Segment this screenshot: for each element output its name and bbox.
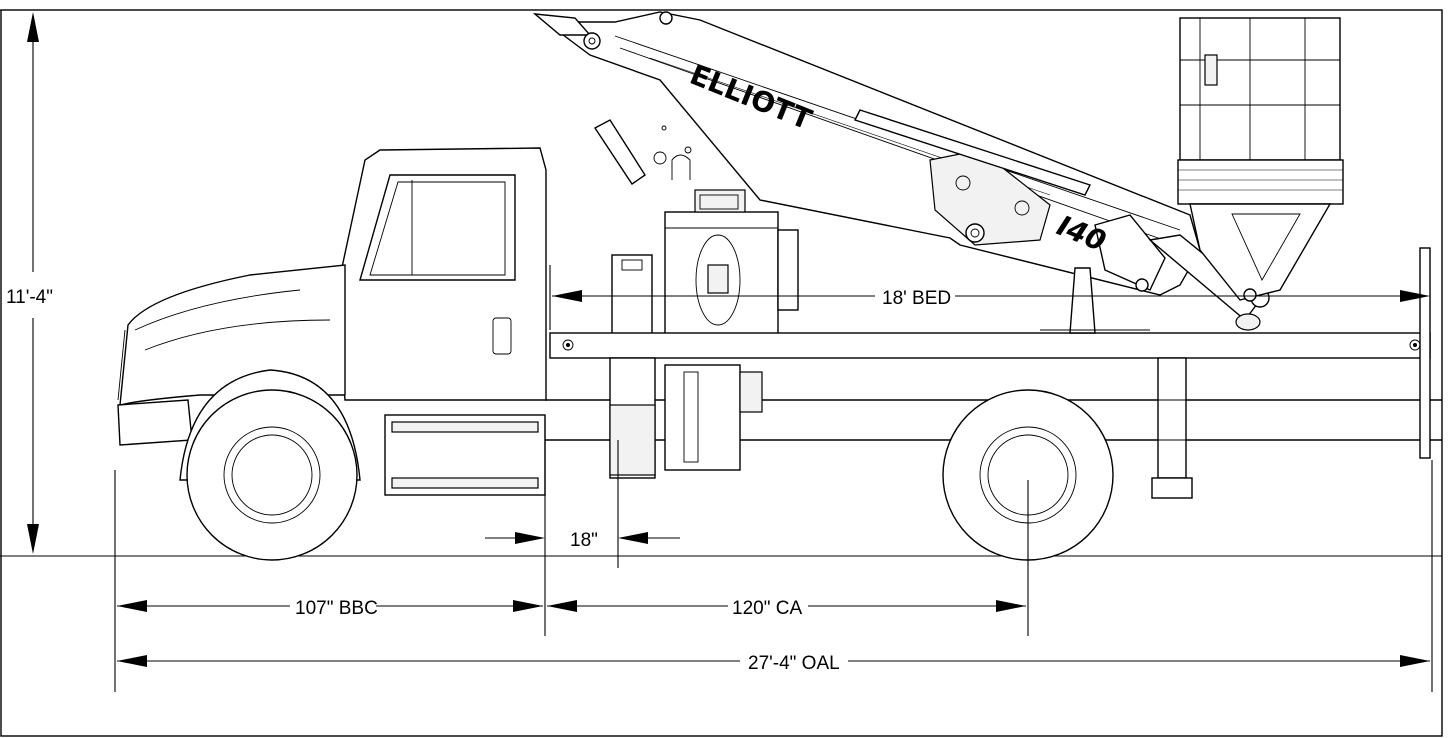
truck-cab [117, 147, 547, 496]
turret [611, 189, 799, 336]
front-wheel [179, 369, 361, 561]
oal-dimension [117, 460, 1433, 692]
bed-dimension [549, 265, 1430, 330]
ca-dimension [547, 480, 1029, 636]
dim-rear-setback: 18" [570, 530, 598, 551]
dim-bbc: 107" BBC [295, 598, 378, 619]
dim-cab-to-axle: 120" CA [732, 598, 802, 619]
setback-dimension [485, 420, 680, 636]
height-dimension [0, 9, 100, 554]
bbc-dimension [114, 470, 543, 692]
aerial-boom: ELLIOTT I40 [532, 11, 1270, 322]
work-platform [1177, 17, 1344, 331]
dim-overall-length: 27'-4" OAL [748, 653, 840, 674]
dim-overall-height: 11'-4" [6, 287, 53, 308]
dim-bed-length: 18' BED [882, 288, 951, 309]
frame-border [0, 9, 1443, 737]
outriggers [609, 357, 1195, 499]
